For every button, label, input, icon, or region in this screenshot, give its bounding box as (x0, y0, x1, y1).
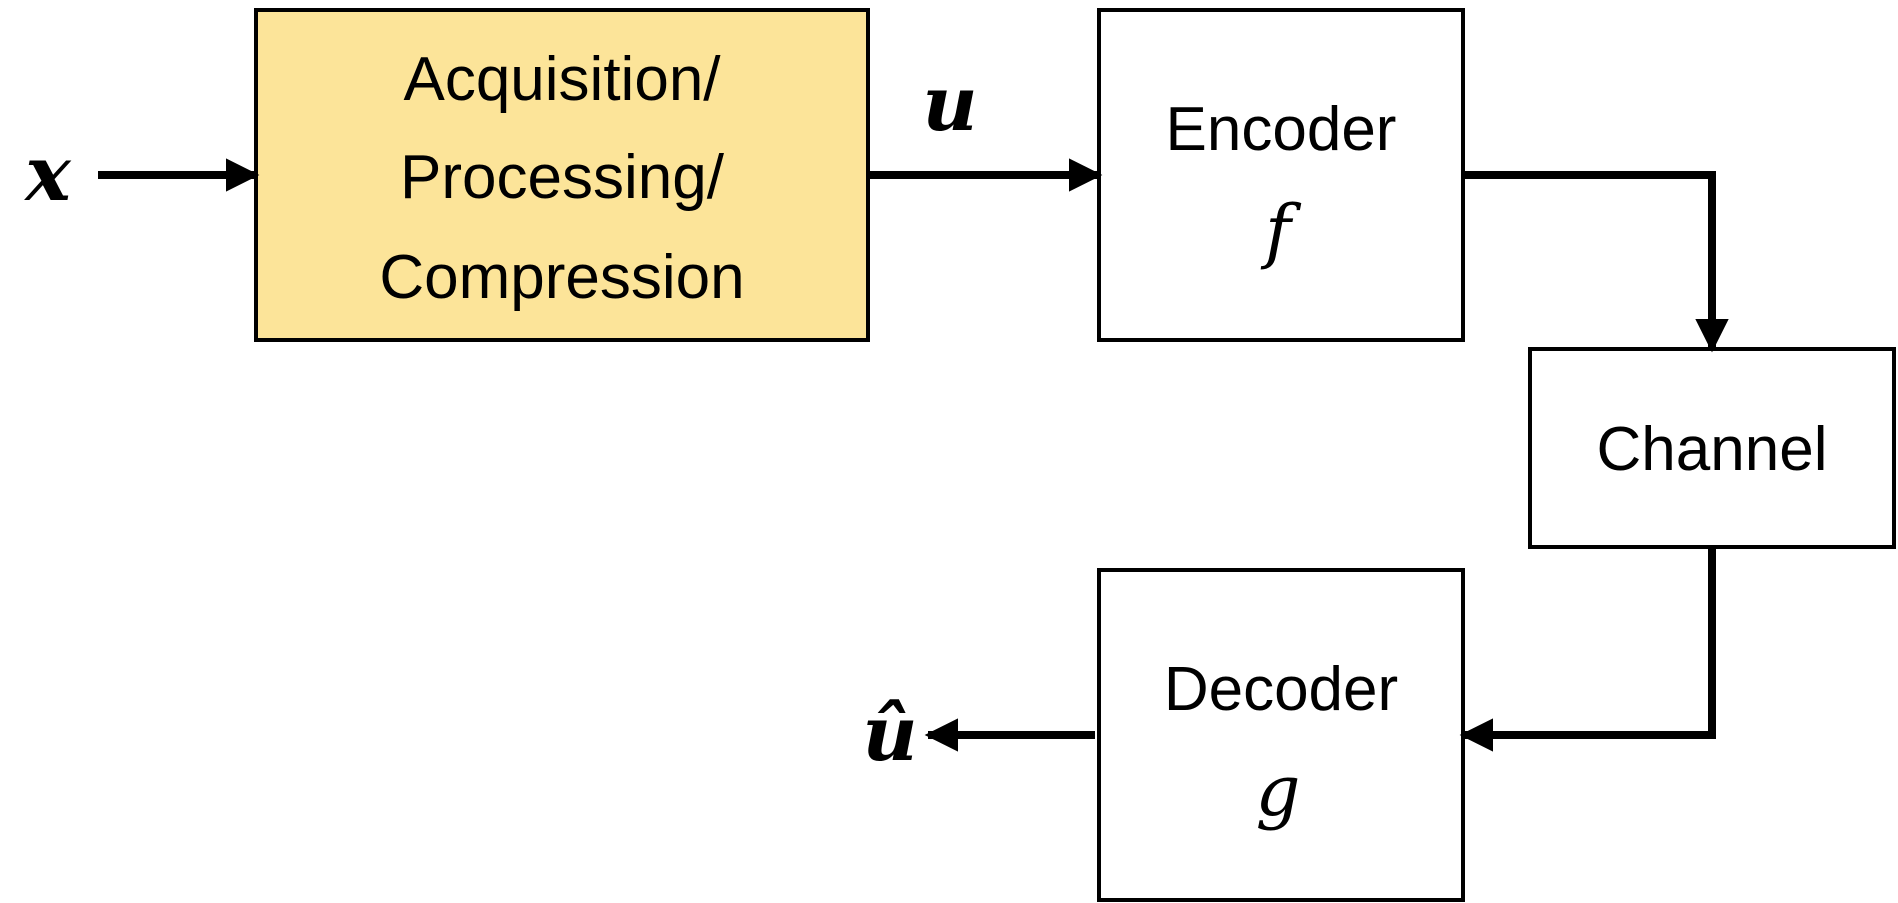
encoder-block: Encoder f (1097, 8, 1465, 342)
decoder-box (1097, 568, 1465, 902)
signal-x-label: x (23, 129, 72, 218)
acquisition-box (254, 8, 870, 342)
decoder-block: Decoder g (1097, 568, 1465, 902)
decoder-label: Decoder (1164, 655, 1398, 724)
encoder-box (1097, 8, 1465, 342)
acquisition-label-line3: Compression (379, 243, 744, 312)
acquisition-block: Acquisition/ Processing/ Compression (254, 8, 870, 342)
encoder-label: Encoder (1166, 95, 1397, 164)
arrow-channel-to-decoder (1459, 547, 1716, 752)
acquisition-label-line1: Acquisition/ (403, 45, 721, 114)
signal-u-label: u (922, 59, 977, 148)
acquisition-label-line2: Processing/ (400, 143, 725, 212)
channel-block: Channel (1528, 347, 1896, 549)
decoder-symbol: g (1256, 750, 1301, 832)
channel-label: Channel (1597, 415, 1828, 484)
signal-u-hat-label: û (862, 689, 917, 778)
arrow-encoder-to-channel (1463, 171, 1729, 353)
